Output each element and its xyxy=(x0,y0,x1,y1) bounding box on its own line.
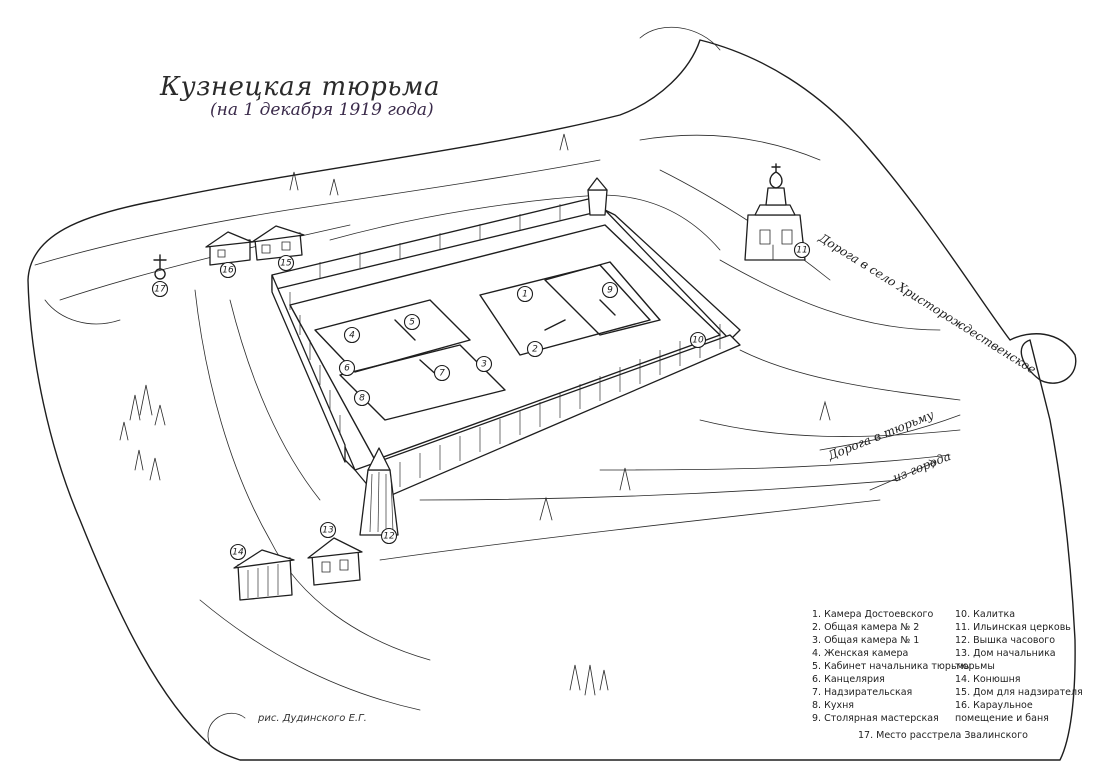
marker-4: 4 xyxy=(343,326,361,344)
marker-label: 7 xyxy=(439,369,445,379)
legend-item: 1. Камера Достоевского xyxy=(812,609,934,620)
marker-2: 2 xyxy=(526,340,544,358)
page-title: Кузнецкая тюрьма xyxy=(160,72,440,102)
marker-label: 14 xyxy=(232,548,244,558)
houses-chief xyxy=(233,537,363,601)
marker-label: 15 xyxy=(280,259,292,269)
marker-6: 6 xyxy=(338,359,356,377)
marker-label: 11 xyxy=(796,246,807,256)
legend-item: 12. Вышка часового xyxy=(955,635,1056,646)
marker-10: 10 xyxy=(689,331,707,349)
road-city-label: из города xyxy=(891,449,953,485)
legend-item: 11. Ильинская церковь xyxy=(955,622,1071,633)
marker-label: 12 xyxy=(383,532,395,542)
marker-label: 6 xyxy=(344,364,350,374)
grave-marker xyxy=(153,254,167,280)
watch-tower xyxy=(359,447,399,536)
marker-label: 1 xyxy=(522,290,528,300)
marker-label: 17 xyxy=(154,285,166,295)
houses-guards xyxy=(205,225,305,266)
artist-credit: рис. Дудинского Е.Г. xyxy=(258,713,367,724)
marker-13: 13 xyxy=(319,521,337,539)
legend-item: 16. Караульное помещение и баня xyxy=(955,700,1049,724)
marker-3: 3 xyxy=(475,355,493,373)
legend-item: 2. Общая камера № 2 xyxy=(812,622,920,633)
page-subtitle: (на 1 декабря 1919 года) xyxy=(210,100,434,120)
legend-item: 7. Надзирательская xyxy=(812,687,913,698)
inner-courtyard xyxy=(289,224,721,461)
church-ilyinskaya xyxy=(744,163,806,261)
palisade-walls xyxy=(271,194,741,501)
road-prison-label: Дорога в тюрьму xyxy=(825,408,936,464)
marker-8: 8 xyxy=(353,389,371,407)
marker-12: 12 xyxy=(380,527,398,545)
marker-label: 4 xyxy=(349,331,355,341)
road-village-label: Дорога в село Христорождественское xyxy=(816,230,1039,377)
marker-9: 9 xyxy=(601,281,619,299)
marker-11: 11 xyxy=(793,241,811,259)
legend-item: 8. Кухня xyxy=(812,700,854,711)
cell-blocks xyxy=(314,261,661,421)
marker-14: 14 xyxy=(229,543,247,561)
marker-7: 7 xyxy=(433,364,451,382)
marker-label: 10 xyxy=(692,336,704,346)
marker-label: 3 xyxy=(481,360,487,370)
marker-label: 2 xyxy=(532,345,538,355)
palisade-hatching xyxy=(289,204,721,495)
marker-1: 1 xyxy=(516,285,534,303)
marker-label: 9 xyxy=(607,286,613,296)
legend-footnote: 17. Место расстрела Звалинского xyxy=(858,730,1028,741)
legend-item: 15. Дом для надзирателя xyxy=(955,687,1083,698)
legend-item: 13. Дом начальника тюрьмы xyxy=(955,648,1056,672)
marker-15: 15 xyxy=(277,254,295,272)
legend-item: 6. Канцелярия xyxy=(812,674,885,685)
legend-item: 9. Столярная мастерская xyxy=(812,713,939,724)
marker-label: 13 xyxy=(322,526,334,536)
legend-left: 1. Камера Достоевского 2. Общая камера №… xyxy=(812,608,971,725)
legend-item: 4. Женская камера xyxy=(812,648,909,659)
marker-label: 5 xyxy=(409,318,415,328)
scroll-outline xyxy=(27,39,1077,761)
legend-item: 3. Общая камера № 1 xyxy=(812,635,920,646)
marker-17: 17 xyxy=(151,280,169,298)
marker-label: 16 xyxy=(222,266,234,276)
legend-item: 14. Конюшня xyxy=(955,674,1021,685)
legend-right: 10. Калитка 11. Ильинская церковь 12. Вы… xyxy=(955,608,1090,725)
marker-label: 8 xyxy=(359,394,365,404)
marker-16: 16 xyxy=(219,261,237,279)
tree-group-left xyxy=(119,384,166,481)
legend-item: 5. Кабинет начальника тюрьмы xyxy=(812,661,972,672)
marker-5: 5 xyxy=(403,313,421,331)
legend-item: 10. Калитка xyxy=(955,609,1016,620)
